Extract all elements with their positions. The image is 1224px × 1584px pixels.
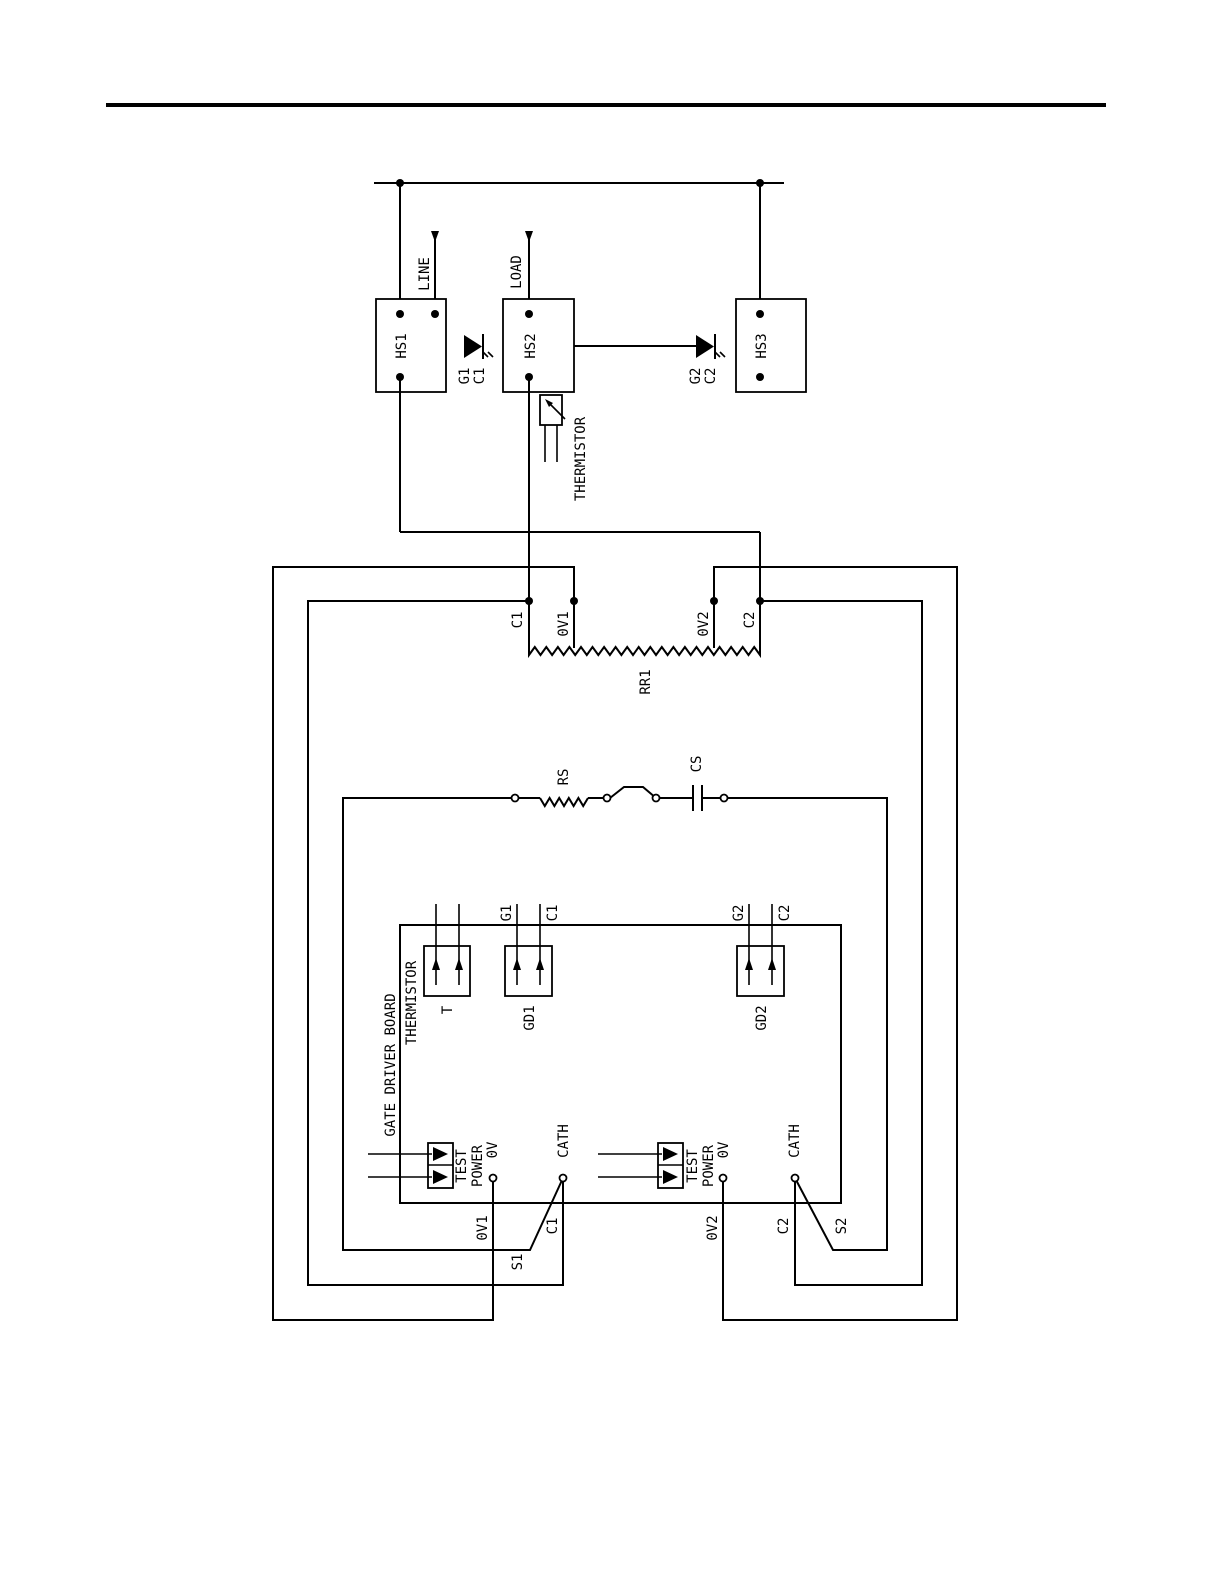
label-line: LINE <box>417 257 433 291</box>
test-power-connector-1 <box>368 1143 453 1188</box>
hs3-block <box>736 299 806 392</box>
test-power-connector-2 <box>598 1143 683 1188</box>
hs1-block <box>376 299 446 392</box>
label-thermistor-top: THERMISTOR <box>573 416 589 501</box>
label-cath-1: CATH <box>556 1124 572 1158</box>
label-c2-top: C2 <box>703 368 719 385</box>
label-gate-driver-board: GATE DRIVER BOARD <box>383 993 399 1136</box>
label-wire-0v2: 0V2 <box>705 1215 721 1240</box>
label-c1-top: C1 <box>472 368 488 385</box>
label-g2-top: G2 <box>688 368 704 385</box>
label-cs: CS <box>689 756 705 773</box>
label-gd1-g: G1 <box>499 905 515 922</box>
label-wire-s2: S2 <box>834 1218 850 1235</box>
terminal-cath2 <box>792 1175 799 1182</box>
label-rr1: RR1 <box>638 669 654 694</box>
label-wire-c2: C2 <box>776 1218 792 1235</box>
scr1-icon <box>464 334 493 359</box>
label-g1-top: G1 <box>457 368 473 385</box>
label-rr-0v1: 0V1 <box>556 611 572 636</box>
label-gd2-c: C2 <box>777 905 793 922</box>
label-0v-pin-1: 0V <box>485 1141 501 1158</box>
snubber-network <box>343 785 887 1250</box>
label-rr-c1: C1 <box>510 612 526 629</box>
label-rr-0v2: 0V2 <box>696 611 712 636</box>
label-power-2: POWER <box>701 1144 717 1187</box>
terminal-0v2 <box>720 1175 727 1182</box>
label-wire-0v1: 0V1 <box>475 1215 491 1240</box>
terminal-0v1 <box>490 1175 497 1182</box>
label-wire-s1: S1 <box>510 1254 526 1271</box>
label-gd2-g: G2 <box>731 905 747 922</box>
label-hs2: HS2 <box>523 333 539 358</box>
wire-0v1-loop <box>273 567 574 1320</box>
label-power-1: POWER <box>470 1144 486 1187</box>
label-gd1: GD1 <box>522 1005 538 1030</box>
label-wire-c1: C1 <box>545 1218 561 1235</box>
label-hs1: HS1 <box>394 333 410 358</box>
label-t: T <box>440 1005 456 1014</box>
label-rs: RS <box>556 769 572 786</box>
label-test-1: TEST <box>454 1149 470 1183</box>
wire-0v2-loop <box>714 567 957 1320</box>
scr2-icon <box>696 334 725 359</box>
connector-t <box>424 904 470 996</box>
label-board-thermistor: THERMISTOR <box>404 960 420 1045</box>
terminal-cath1 <box>560 1175 567 1182</box>
label-gd2: GD2 <box>754 1005 770 1030</box>
label-hs3: HS3 <box>754 333 770 358</box>
label-test-2: TEST <box>685 1149 701 1183</box>
thermistor-icon <box>540 395 565 462</box>
label-0v-pin-2: 0V <box>716 1141 732 1158</box>
label-cath-2: CATH <box>787 1124 803 1158</box>
label-load: LOAD <box>509 255 525 289</box>
label-gd1-c: C1 <box>545 905 561 922</box>
label-rr-c2: C2 <box>742 612 758 629</box>
